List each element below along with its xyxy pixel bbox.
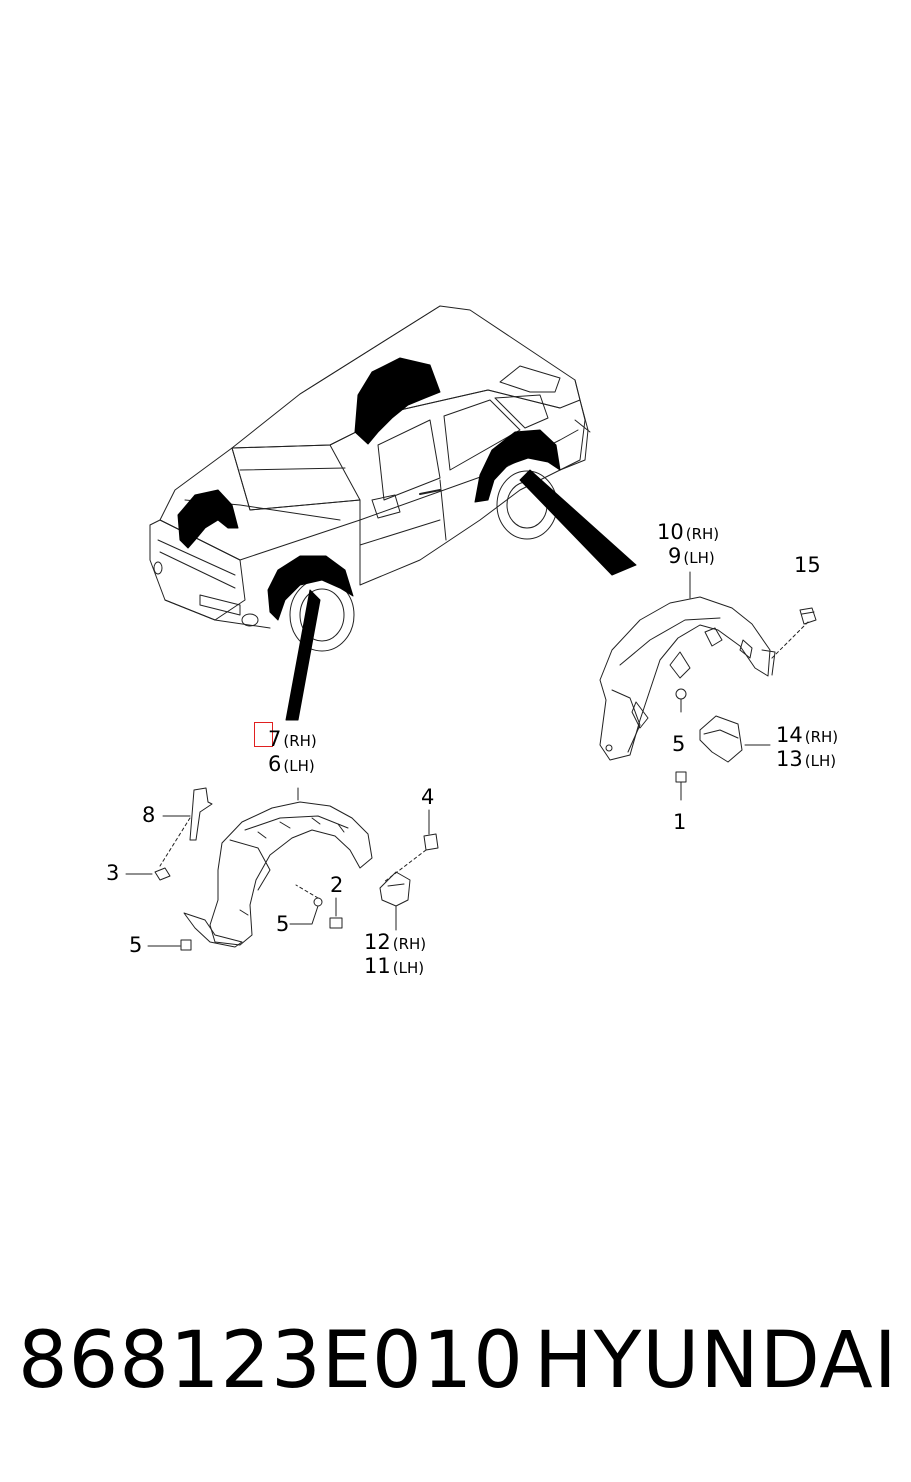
callout-number: 14 bbox=[776, 723, 803, 747]
callout-side: (RH) bbox=[804, 728, 839, 746]
callout-number: 2 bbox=[330, 873, 344, 897]
callout-side: (RH) bbox=[392, 935, 427, 953]
callout-number: 3 bbox=[106, 861, 120, 885]
callout-3: 3 bbox=[106, 863, 119, 884]
callout-number: 5 bbox=[276, 912, 290, 936]
callout-number: 15 bbox=[794, 553, 821, 577]
callout-number: 13 bbox=[776, 747, 803, 771]
highlight-box bbox=[254, 722, 273, 747]
callout-13-lh: 13(LH) bbox=[776, 749, 836, 770]
callout-side: (RH) bbox=[685, 525, 720, 543]
rear-wheel-liner-assembly bbox=[599, 571, 817, 801]
callout-8: 8 bbox=[142, 805, 155, 826]
callout-number: 7 bbox=[268, 727, 282, 751]
callout-7-rh: 7(RH) bbox=[268, 729, 317, 750]
callout-number: 12 bbox=[364, 930, 391, 954]
callout-side: (LH) bbox=[683, 549, 715, 567]
callout-5-front-mid: 5 bbox=[276, 914, 289, 935]
callout-number: 8 bbox=[142, 803, 156, 827]
callout-number: 10 bbox=[657, 520, 684, 544]
callout-number: 11 bbox=[364, 954, 391, 978]
callout-number: 9 bbox=[668, 544, 682, 568]
callout-side: (RH) bbox=[283, 732, 317, 750]
vehicle-illustration bbox=[149, 305, 637, 721]
callout-number: 1 bbox=[673, 810, 687, 834]
callout-4: 4 bbox=[421, 787, 434, 808]
callout-side: (LH) bbox=[804, 752, 837, 770]
callout-side: (LH) bbox=[392, 959, 425, 977]
callout-5-front-low: 5 bbox=[129, 935, 142, 956]
callout-11-lh: 11(LH) bbox=[364, 956, 424, 977]
callout-number: 6 bbox=[268, 752, 282, 776]
callout-14-rh: 14(RH) bbox=[776, 725, 838, 746]
callout-6-lh: 6(LH) bbox=[268, 754, 315, 775]
callout-number: 4 bbox=[421, 785, 435, 809]
callout-2: 2 bbox=[330, 875, 343, 896]
callout-number: 5 bbox=[672, 732, 686, 756]
callout-number: 5 bbox=[129, 933, 143, 957]
callout-side: (LH) bbox=[283, 757, 315, 775]
callout-15: 15 bbox=[794, 555, 821, 576]
front-wheel-liner-assembly bbox=[125, 787, 439, 951]
callout-9-lh: 9(LH) bbox=[668, 546, 715, 567]
brand-name: HYUNDAI bbox=[534, 1316, 898, 1406]
callout-10-rh: 10(RH) bbox=[657, 522, 719, 543]
callout-12-rh: 12(RH) bbox=[364, 932, 426, 953]
callout-1: 1 bbox=[673, 812, 686, 833]
part-number: 868123E010 bbox=[18, 1316, 524, 1406]
callout-5-rear: 5 bbox=[672, 734, 685, 755]
